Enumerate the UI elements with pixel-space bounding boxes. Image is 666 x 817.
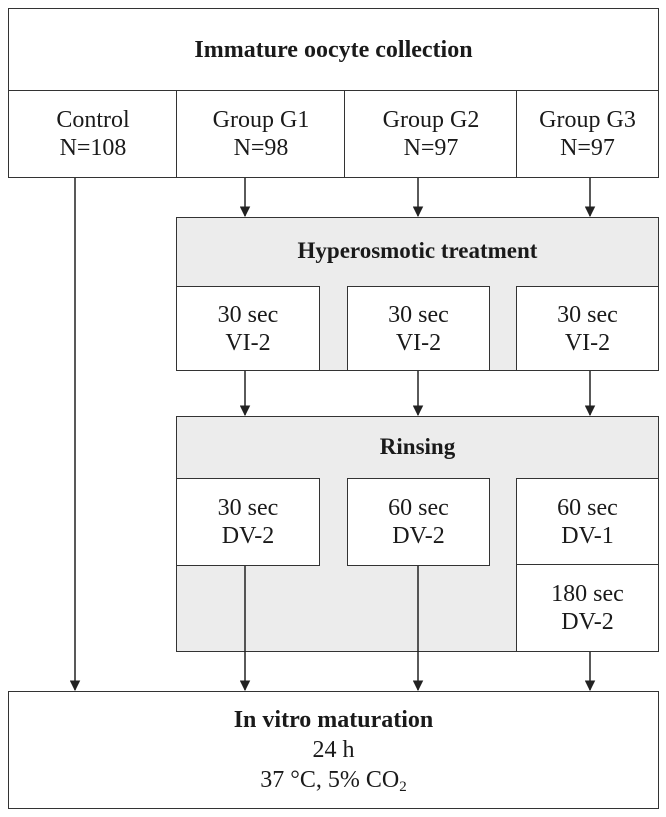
maturation-conditions: 37 °C, 5% CO2 <box>260 765 406 795</box>
step-time: 30 sec <box>557 301 618 328</box>
group-count: N=97 <box>560 135 615 161</box>
step-time: 180 sec <box>551 581 624 607</box>
maturation-duration: 24 h <box>312 737 355 763</box>
step-time: 30 sec <box>388 301 449 328</box>
step-time: 30 sec <box>217 301 279 328</box>
hyperosmotic-title: Hyperosmotic treatment <box>297 238 538 263</box>
hyperosmotic-step-g1: 30 sec VI-2 <box>176 286 320 371</box>
group-name: Group G1 <box>212 107 310 133</box>
group-g2-box: Group G2 N=97 <box>344 90 518 178</box>
hyperosmotic-step-g3: 30 sec VI-2 <box>516 286 659 371</box>
step-time: 30 sec <box>217 495 279 521</box>
step-solution: VI-2 <box>564 329 611 356</box>
maturation-box: In vitro maturation 24 h 37 °C, 5% CO2 <box>8 691 659 809</box>
rinsing-step-g1: 30 sec DV-2 <box>176 478 320 566</box>
rinsing-step-g2: 60 sec DV-2 <box>347 478 490 566</box>
rinsing-step-g3-first: 60 sec DV-1 <box>516 478 659 566</box>
rinsing-title: Rinsing <box>379 434 456 459</box>
step-solution: DV-2 <box>221 523 275 549</box>
group-name: Group G2 <box>382 107 480 133</box>
rinsing-step-g3-second: 180 sec DV-2 <box>516 564 659 652</box>
step-solution: DV-1 <box>561 523 614 549</box>
group-control-box: Control N=108 <box>8 90 178 178</box>
group-count: N=98 <box>233 135 289 161</box>
collection-box: Immature oocyte collection <box>8 8 659 92</box>
step-solution: DV-2 <box>561 609 614 635</box>
hyperosmotic-step-g2: 30 sec VI-2 <box>347 286 490 371</box>
group-count: N=108 <box>59 135 127 161</box>
step-time: 60 sec <box>557 495 618 521</box>
step-time: 60 sec <box>388 495 449 521</box>
group-g1-box: Group G1 N=98 <box>176 90 346 178</box>
group-g3-box: Group G3 N=97 <box>516 90 659 178</box>
group-name: Control <box>56 107 130 133</box>
step-solution: VI-2 <box>225 329 271 356</box>
group-name: Group G3 <box>539 107 636 133</box>
step-solution: DV-2 <box>392 523 445 549</box>
maturation-conditions-subscript: 2 <box>399 779 407 795</box>
group-count: N=97 <box>403 135 459 161</box>
collection-title: Immature oocyte collection <box>194 37 473 63</box>
maturation-conditions-text: 37 °C, 5% CO <box>260 767 400 793</box>
maturation-title: In vitro maturation <box>233 707 434 733</box>
step-solution: VI-2 <box>395 329 442 356</box>
